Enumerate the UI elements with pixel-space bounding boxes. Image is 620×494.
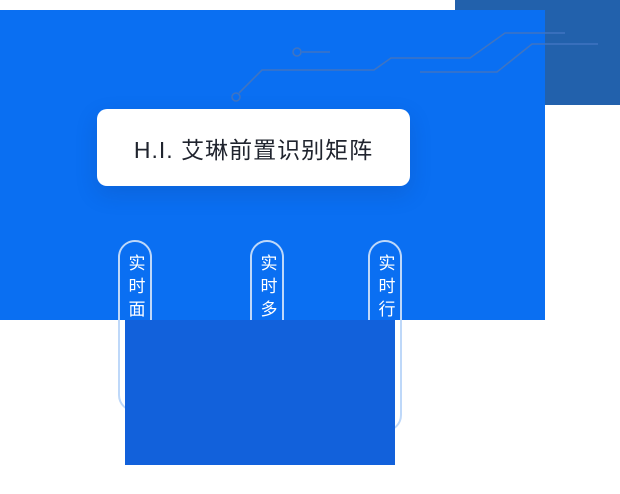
title-card: H.I. 艾琳前置识别矩阵 (97, 109, 410, 186)
lower-panel (125, 320, 395, 465)
feature-pill-label: 实时行 (375, 254, 395, 323)
feature-pill-label: 实时多 (257, 254, 277, 323)
feature-pill-label: 实时面 (125, 254, 145, 323)
page-title: H.I. 艾琳前置识别矩阵 (133, 136, 374, 163)
